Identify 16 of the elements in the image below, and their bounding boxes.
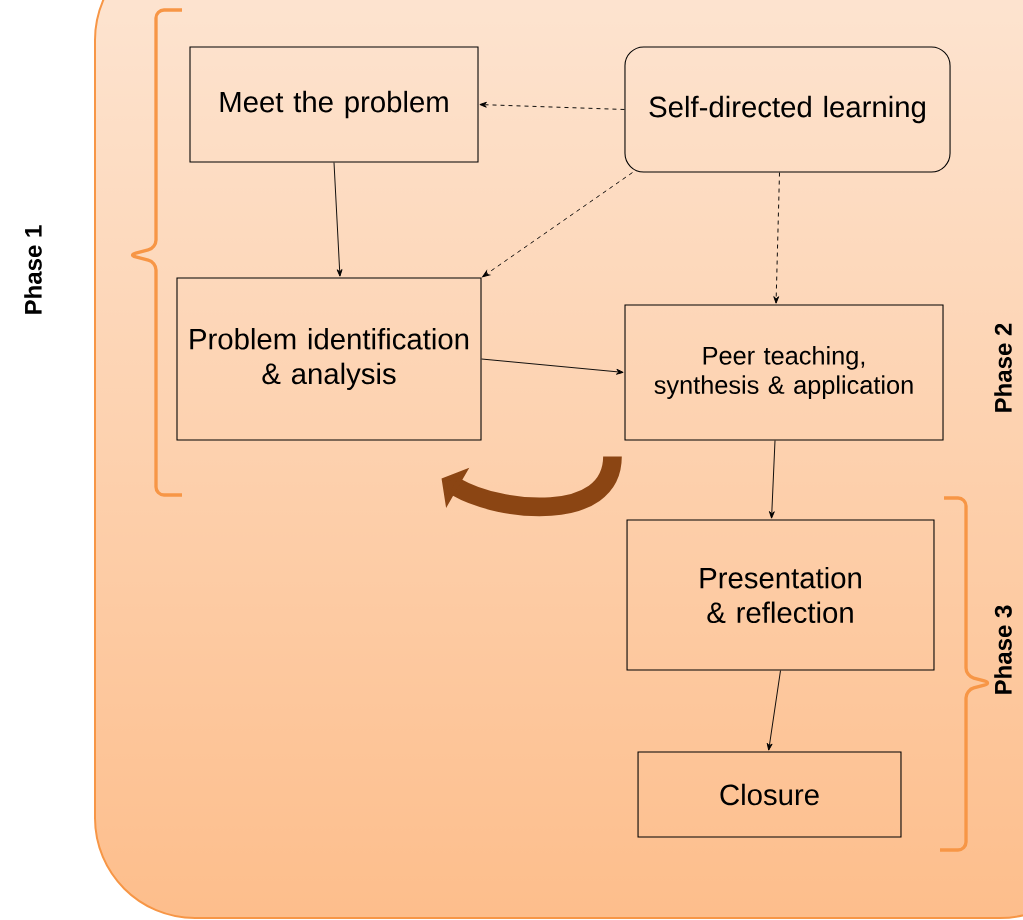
phase-label: Phase 1: [24, 225, 42, 314]
arrow: [773, 172, 780, 304]
arrow: [479, 101, 625, 110]
process-box: Problem identification & analysis: [176, 277, 482, 441]
arrow: [333, 162, 343, 277]
process-box: Peer teaching, synthesis & application: [624, 304, 944, 441]
process-box: Meet the problem: [189, 46, 479, 163]
phase-label: Phase 3: [994, 605, 1012, 694]
arrow: [482, 172, 633, 278]
phase-label: Phase 2: [994, 323, 1012, 412]
arrow: [768, 440, 776, 519]
arrow: [481, 358, 624, 375]
rounded-box: Self-directed learning: [624, 46, 951, 173]
arrow: [766, 670, 781, 751]
process-box: Closure: [637, 751, 902, 838]
process-box: Presentation & reflection: [626, 519, 935, 671]
